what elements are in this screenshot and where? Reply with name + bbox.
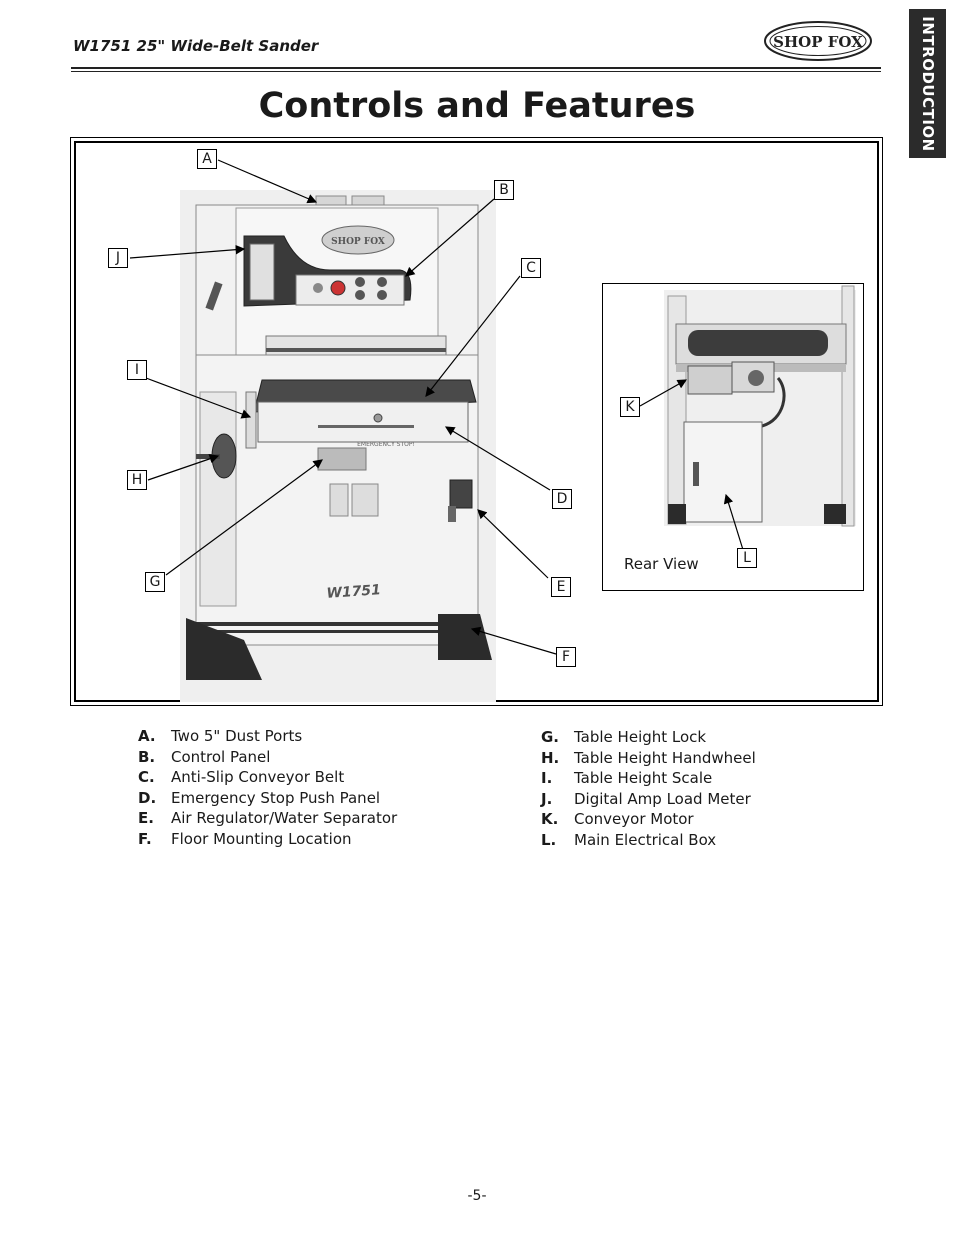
callout-c: C (521, 258, 541, 278)
legend-right-column: G.Table Height Lock H.Table Height Handw… (541, 727, 756, 851)
rear-view-label: Rear View (624, 555, 699, 573)
legend-item: E.Air Regulator/Water Separator (138, 809, 398, 828)
legend-item: I.Table Height Scale (541, 769, 713, 788)
legend-left-column: A.Two 5" Dust Ports B.Control Panel C.An… (138, 726, 397, 850)
callout-h: H (127, 470, 147, 490)
svg-text:EMERGENCY STOP!: EMERGENCY STOP! (357, 441, 415, 448)
legend-item: H.Table Height Handwheel (541, 748, 756, 767)
legend-item: J.Digital Amp Load Meter (541, 789, 751, 808)
section-tab: INTRODUCTION (909, 9, 946, 158)
shop-fox-logo: SHOP FOX (764, 21, 872, 61)
legend-item: D.Emergency Stop Push Panel (138, 788, 381, 807)
callout-k: K (620, 397, 640, 417)
legend-item: A.Two 5" Dust Ports (138, 727, 303, 745)
legend-item: G.Table Height Lock (541, 728, 707, 746)
header-rule (71, 67, 881, 69)
header-rule-thin (71, 71, 881, 72)
document-header-title: W1751 25" Wide-Belt Sander (73, 37, 319, 55)
callout-b: B (494, 180, 514, 200)
callout-l: L (737, 548, 757, 568)
callout-d: D (552, 489, 572, 509)
callout-e: E (551, 577, 571, 597)
legend-item: B.Control Panel (138, 747, 271, 766)
callout-g: G (145, 572, 165, 592)
legend-item: L.Main Electrical Box (541, 830, 717, 849)
svg-text:SHOP FOX: SHOP FOX (331, 237, 385, 247)
callout-f: F (556, 647, 576, 667)
callout-i: I (127, 360, 147, 380)
page-number: -5- (467, 1188, 487, 1204)
legend-item: C.Anti-Slip Conveyor Belt (138, 768, 345, 787)
legend-item: F.Floor Mounting Location (138, 829, 352, 848)
page-title: Controls and Features (258, 86, 696, 126)
legend-item: K.Conveyor Motor (541, 810, 694, 829)
callout-j: J (108, 248, 128, 268)
svg-text:W1751: W1751 (326, 582, 381, 602)
callout-a: A (197, 149, 217, 169)
svg-text:SHOP FOX: SHOP FOX (773, 33, 863, 51)
